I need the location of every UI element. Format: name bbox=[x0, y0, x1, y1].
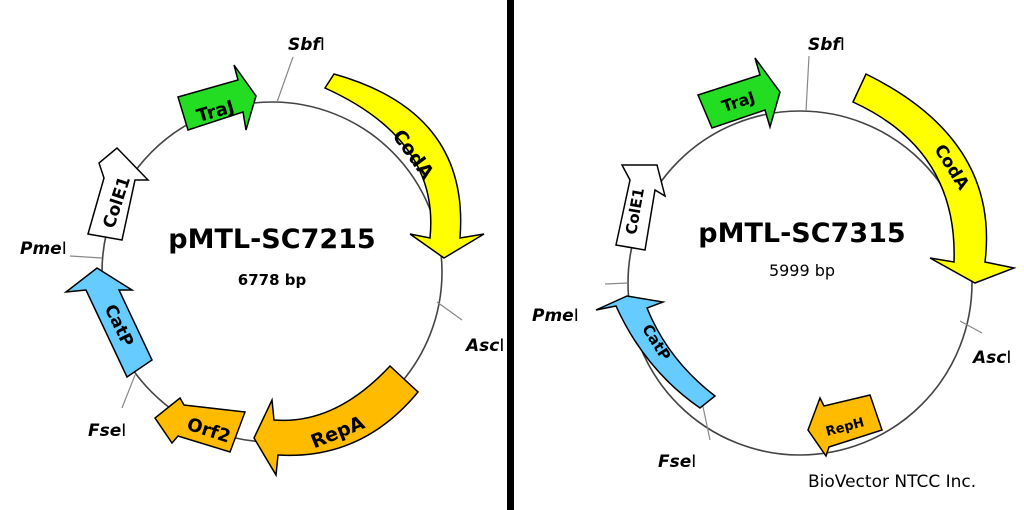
left-fsei-tick bbox=[121, 374, 136, 409]
right-pmei-label: PmeI bbox=[532, 306, 579, 326]
left-fsei-label: FseI bbox=[88, 421, 126, 441]
right-pmei-tick bbox=[604, 282, 629, 285]
right-asci-label: AscI bbox=[971, 348, 1011, 368]
right-plasmid-size: 5999 bp bbox=[769, 261, 835, 280]
right-sbfi-label: SbfI bbox=[808, 35, 845, 55]
panel-divider bbox=[507, 0, 514, 510]
left-pmei-label: PmeI bbox=[20, 239, 67, 259]
right-coda-arrow bbox=[852, 72, 1017, 284]
left-plasmid-title: pMTL-SC7215 bbox=[168, 224, 375, 255]
right-catp-arrow bbox=[595, 295, 717, 409]
left-orf2-arrow bbox=[153, 396, 247, 453]
right-fsei-label: FseI bbox=[658, 452, 696, 472]
left-asci-tick bbox=[436, 301, 463, 321]
left-traj-arrow bbox=[177, 64, 257, 131]
right-plasmid-map: CodA TraJ ColE1 CatP RepH SbfI AscI PmeI… bbox=[532, 35, 1017, 472]
right-fsei-tick bbox=[701, 401, 711, 441]
left-pmei-tick bbox=[69, 255, 103, 259]
left-plasmid-map: CodA TraJ ColE1 CatP Orf2 RepA SbfI AscI… bbox=[20, 35, 504, 478]
left-sbfi-label: SbfI bbox=[288, 35, 325, 55]
left-coda-arrow bbox=[323, 73, 485, 259]
credit-text: BioVector NTCC Inc. bbox=[808, 472, 976, 492]
left-sbfi-tick bbox=[276, 56, 294, 103]
left-catp-arrow bbox=[63, 267, 153, 379]
right-traj-arrow bbox=[696, 57, 781, 130]
right-cole1-arrow bbox=[615, 164, 667, 251]
left-asci-label: AscI bbox=[464, 336, 504, 356]
left-plasmid-size: 6778 bp bbox=[238, 271, 307, 289]
right-plasmid-title: pMTL-SC7315 bbox=[698, 218, 905, 249]
right-sbfi-tick bbox=[805, 55, 810, 112]
right-asci-tick bbox=[959, 320, 983, 334]
left-repa-arrow bbox=[253, 364, 420, 478]
right-backbone-circle bbox=[627, 110, 973, 456]
left-cole1-arrow bbox=[87, 146, 150, 241]
right-reph-arrow bbox=[807, 394, 883, 458]
